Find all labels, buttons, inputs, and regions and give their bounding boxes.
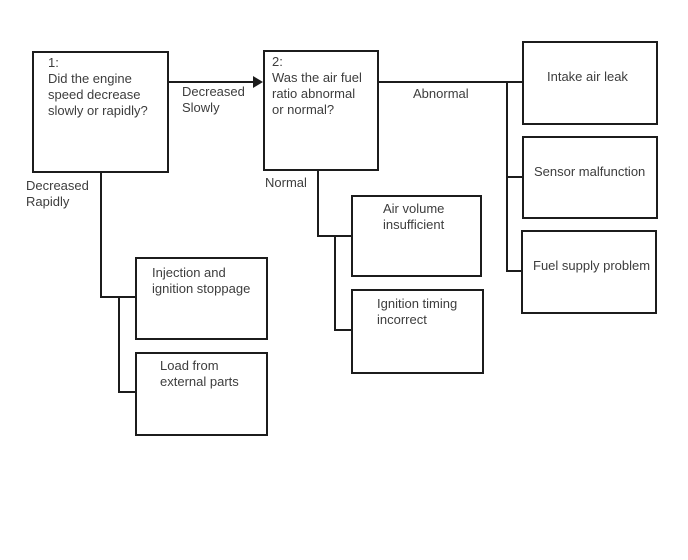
node-text-line: ignition stoppage xyxy=(152,281,251,296)
node-ignition-timing-incorrect: Ignition timing incorrect xyxy=(351,289,484,374)
node-text-line: slowly or rapidly? xyxy=(48,103,148,118)
node-step-2: 2: Was the air fuel ratio abnormal or no… xyxy=(263,50,379,171)
arrow-head-icon xyxy=(253,76,263,88)
edge-label-abnormal: Abnormal xyxy=(413,86,469,101)
connector-step1-to-step2 xyxy=(168,81,254,83)
node-step-number: 1: xyxy=(48,55,59,70)
node-sensor-malfunction: Sensor malfunction xyxy=(522,136,658,219)
node-air-volume-insufficient: Air volume insufficient xyxy=(351,195,482,277)
connector-to-ignition-timing xyxy=(334,329,351,331)
connector-to-load xyxy=(118,391,135,393)
node-step-1: 1: Did the engine speed decrease slowly … xyxy=(32,51,169,173)
node-text-line: Did the engine xyxy=(48,71,132,86)
node-text-line: Load from xyxy=(160,358,219,373)
node-text-line: Fuel supply problem xyxy=(533,258,651,273)
edge-label-line: Rapidly xyxy=(26,194,70,209)
node-text-line: external parts xyxy=(160,374,239,389)
node-fuel-supply-problem: Fuel supply problem xyxy=(521,230,657,314)
edge-label-line: Decreased xyxy=(182,84,245,99)
node-text-line: incorrect xyxy=(377,312,427,327)
edge-label-decreased-rapidly: Decreased Rapidly xyxy=(26,178,89,210)
node-text-line: Was the air fuel xyxy=(272,70,362,85)
connector-step2-to-intake xyxy=(378,81,522,83)
node-text-line: insufficient xyxy=(383,217,445,232)
node-text-line: ratio abnormal xyxy=(272,86,356,101)
edge-label-decreased-slowly: Decreased Slowly xyxy=(182,84,245,116)
node-text-line: Ignition timing xyxy=(377,296,458,311)
edge-label-line: Slowly xyxy=(182,100,220,115)
connector-step2-down-vertical xyxy=(317,170,319,237)
connector-step1-down-vertical xyxy=(100,172,102,298)
connector-rapidly-branch-vertical xyxy=(118,296,120,393)
connector-to-fuel xyxy=(506,270,521,272)
connector-normal-branch-vertical xyxy=(334,235,336,331)
node-load-external-parts: Load from external parts xyxy=(135,352,268,436)
node-text-line: Air volume xyxy=(383,201,445,216)
node-text-line: speed decrease xyxy=(48,87,141,102)
node-injection-ignition-stoppage: Injection and ignition stoppage xyxy=(135,257,268,340)
node-text-line: or normal? xyxy=(272,102,335,117)
connector-to-injection xyxy=(100,296,135,298)
node-text-line: Injection and xyxy=(152,265,226,280)
connector-to-sensor xyxy=(506,176,522,178)
node-intake-air-leak: Intake air leak xyxy=(522,41,658,125)
node-text-line: Intake air leak xyxy=(547,69,628,84)
node-text-line: Sensor malfunction xyxy=(534,164,646,179)
node-step-number: 2: xyxy=(272,54,283,69)
edge-label-normal: Normal xyxy=(265,175,307,190)
edge-label-line: Decreased xyxy=(26,178,89,193)
